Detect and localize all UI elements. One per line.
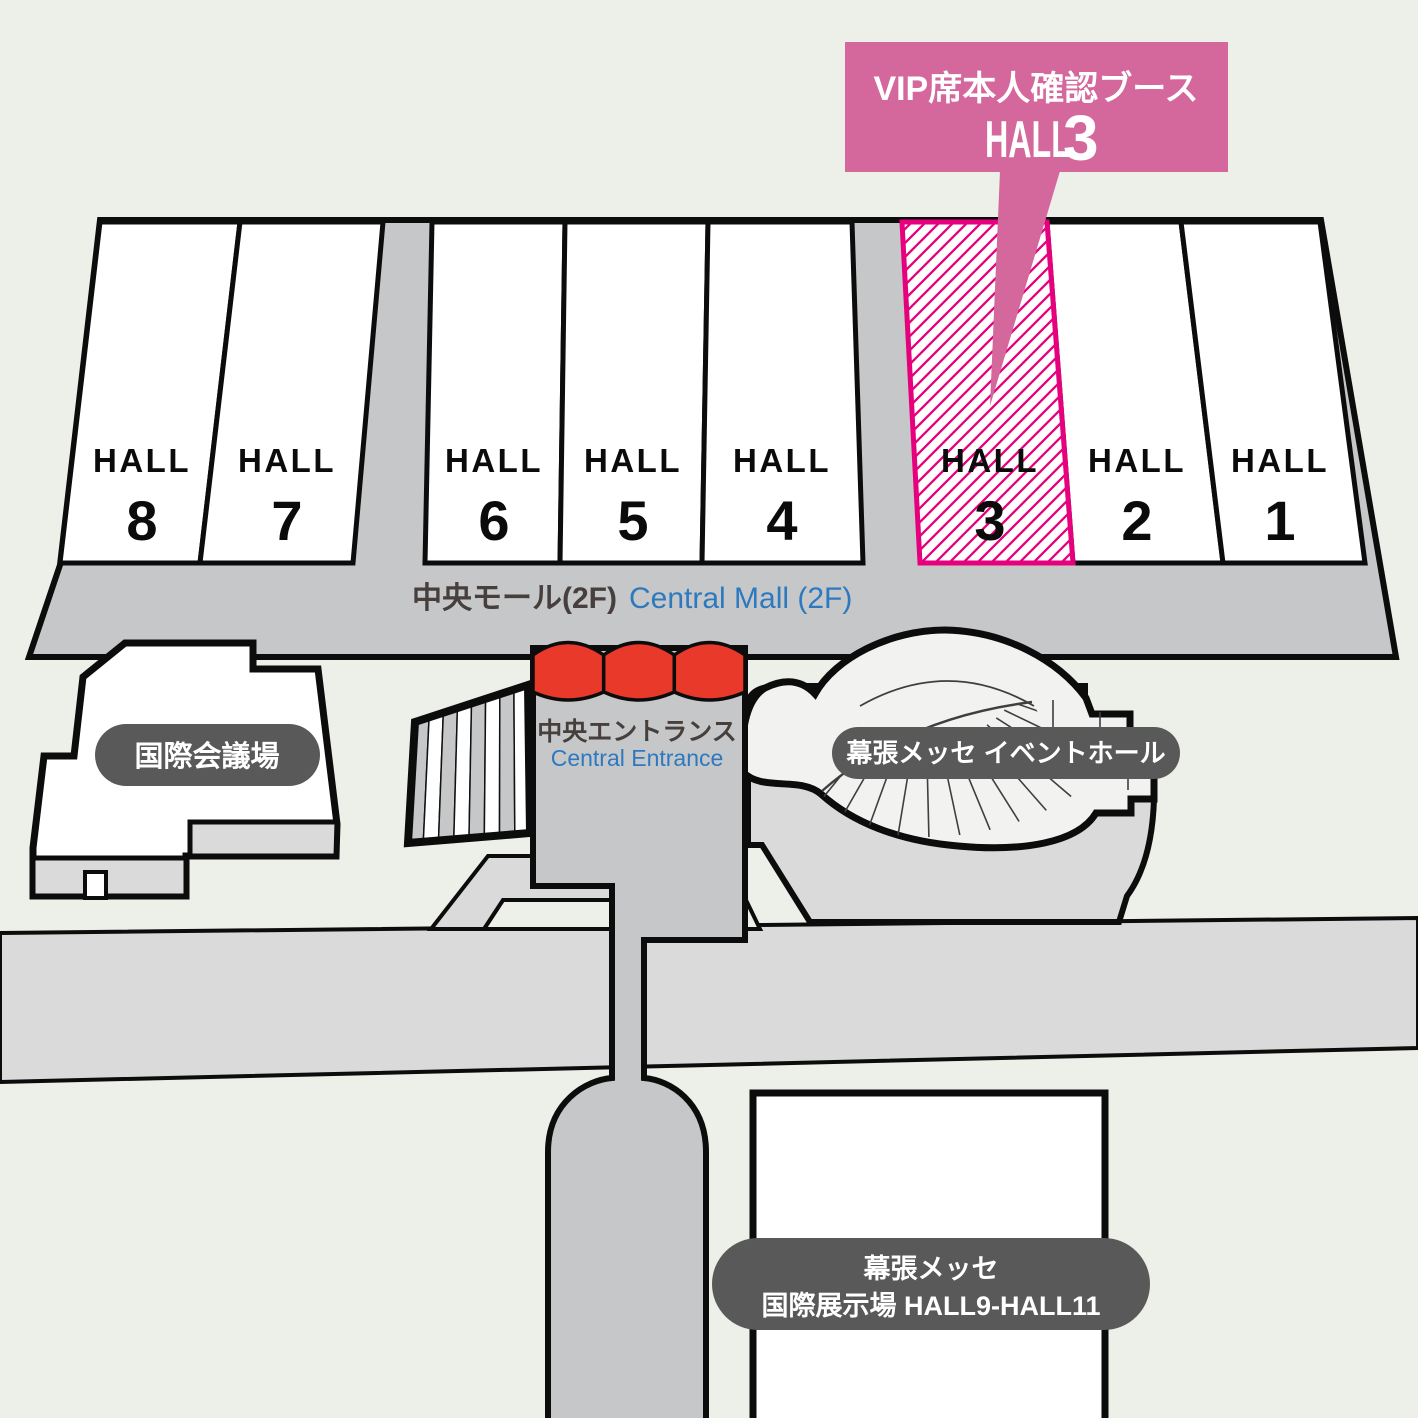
entrance-arches <box>531 640 747 702</box>
vip-callout-title: VIP席本人確認ブース <box>873 69 1198 108</box>
entrance-arch-right <box>672 640 747 702</box>
entrance-arch-middle <box>601 640 677 702</box>
hall-3-number: 3 <box>974 489 1005 552</box>
central-mall-label-jp: 中央モール(2F) <box>412 582 617 615</box>
hall-labels: HALL 8 HALL 7 HALL 6 HALL 5 HALL 4 HALL … <box>93 442 1329 552</box>
hall-7-number: 7 <box>271 489 302 552</box>
conference-hall-building: 国際会議場 <box>29 639 341 900</box>
central-entrance-label-jp: 中央エントランス <box>537 718 737 746</box>
hall-3-word: HALL <box>941 442 1039 479</box>
hall-6-number: 6 <box>478 489 509 552</box>
hall-1-word: HALL <box>1231 442 1329 479</box>
exhibition-label-line2: 国際展示場 HALL9-HALL11 <box>761 1291 1100 1321</box>
vip-callout: VIP席本人確認ブース HALL 3 <box>845 42 1228 406</box>
exhibition-label-line1: 幕張メッセ <box>863 1254 999 1284</box>
vip-callout-tail <box>990 171 1060 406</box>
hall-5-word: HALL <box>584 442 682 479</box>
dome-ridge-arc <box>859 680 1035 707</box>
hall-5-number: 5 <box>617 489 648 552</box>
exhibition-pill <box>712 1238 1150 1330</box>
hall-8-number: 8 <box>126 489 157 552</box>
conference-hall-notch <box>83 870 108 900</box>
hall-8-word: HALL <box>93 442 191 479</box>
vip-callout-box <box>845 42 1228 172</box>
entrance-arch-left <box>531 640 606 702</box>
vip-callout-hall-number: 3 <box>1063 102 1099 174</box>
conference-hall-skirt-right <box>187 819 340 859</box>
central-mall-label-en: Central Mall (2F) <box>629 582 852 615</box>
conference-hall-pill <box>95 724 320 786</box>
event-hall-pill <box>832 727 1180 779</box>
event-hall-label: 幕張メッセ イベントホール <box>845 738 1165 768</box>
hall-7-word: HALL <box>238 442 336 479</box>
central-entrance-building <box>530 645 748 1418</box>
hall-7-shape <box>197 219 386 566</box>
hall-6-word: HALL <box>445 442 543 479</box>
conference-hall-skirt-left <box>30 855 189 899</box>
central-entrance-label-en: Central Entrance <box>551 745 724 771</box>
hall-2-word: HALL <box>1088 442 1186 479</box>
exhibition-pill-group: 幕張メッセ 国際展示場 HALL9-HALL11 <box>712 1238 1150 1330</box>
halls-group <box>57 219 1368 566</box>
striped-walkway <box>403 679 535 848</box>
hall-4-number: 4 <box>766 489 797 552</box>
hall-1-number: 1 <box>1264 489 1295 552</box>
hall-4-word: HALL <box>733 442 831 479</box>
hall-2-number: 2 <box>1121 489 1152 552</box>
conference-hall-label: 国際会議場 <box>134 739 279 773</box>
hall-4-shape <box>699 219 866 566</box>
vip-callout-hall-word: HALL <box>985 111 1071 169</box>
hall-1-shape <box>1178 219 1368 566</box>
event-hall-pill-group: 幕張メッセ イベントホール <box>832 727 1180 779</box>
